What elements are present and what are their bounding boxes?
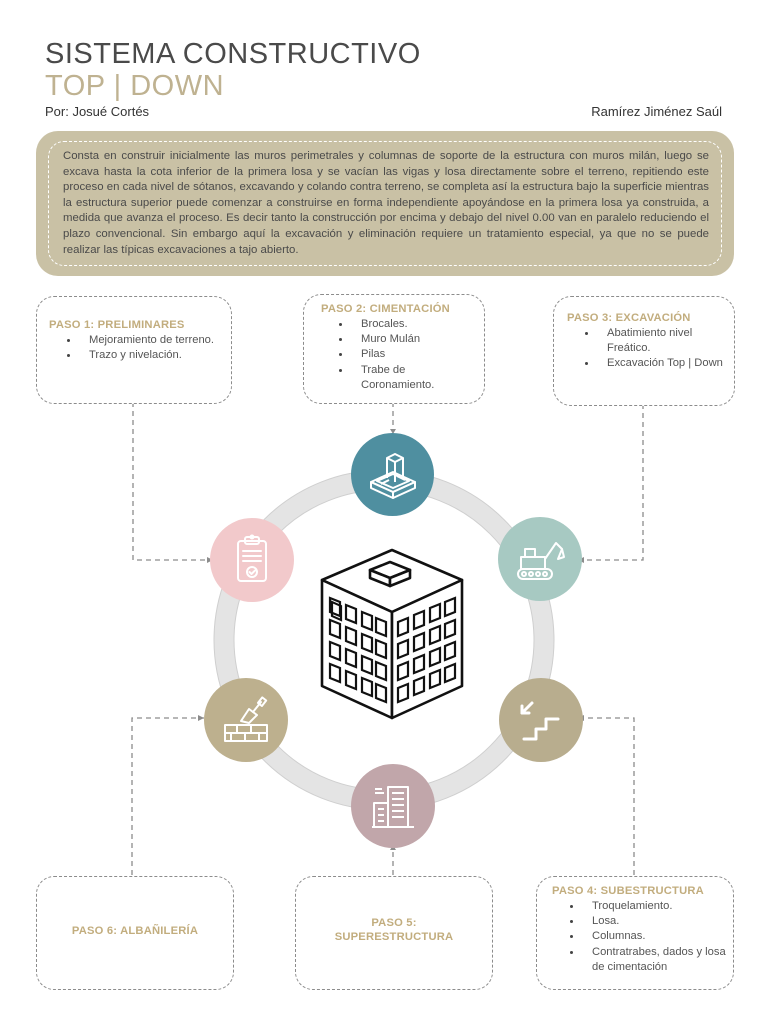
excavator-icon — [517, 542, 565, 580]
list-item: Contratrabes, dados y losa de cimentació… — [582, 945, 727, 975]
step6-title: PASO 6: ALBAÑILERÍA — [71, 925, 199, 937]
step4-list: Troquelamiento. Losa. Columnas. Contratr… — [552, 899, 727, 975]
step3-box: PASO 3: EXCAVACIÓN Abatimiento nivel Fre… — [553, 296, 735, 406]
step3-list: Abatimiento nivel Freático. Excavación T… — [567, 326, 728, 372]
foundation-icon — [369, 452, 416, 499]
connector-step3 — [584, 404, 644, 561]
connector-step4 — [584, 717, 635, 875]
step5-title-line1: PASO 5: — [371, 917, 417, 929]
intro-box: Consta en construir inicialmente las mur… — [36, 131, 734, 276]
step5-box: PASO 5: SUPERESTRUCTURA — [295, 876, 493, 990]
stairs-down-icon — [520, 701, 560, 741]
list-item: Mejoramiento de terreno. — [79, 333, 223, 348]
intro-text: Consta en construir inicialmente las mur… — [63, 150, 709, 256]
byline: Por: Josué Cortés — [45, 104, 150, 119]
intro-dashed-border: Consta en construir inicialmente las mur… — [48, 141, 722, 266]
step5-title-line2: SUPERESTRUCTURA — [334, 931, 454, 943]
step4-box: PASO 4: SUBESTRUCTURA Troquelamiento. Lo… — [536, 876, 734, 990]
list-item: Troquelamiento. — [582, 899, 727, 914]
brick-trowel-icon — [224, 696, 268, 742]
excavator-circle — [498, 517, 582, 601]
step2-box: PASO 2: CIMENTACIÓN Brocales. Muro Mulán… — [303, 294, 485, 404]
title-line2: TOP | DOWN — [45, 70, 225, 102]
connector-step1 — [132, 402, 207, 561]
checklist-circle — [210, 518, 294, 602]
foundation-circle — [351, 433, 434, 516]
step1-title: PASO 1: PRELIMINARES — [49, 319, 185, 331]
building-icon — [320, 548, 464, 720]
city-circle — [351, 764, 435, 848]
list-item: Abatimiento nivel Freático. — [597, 326, 728, 356]
list-item: Excavación Top | Down — [597, 356, 728, 371]
step1-box: PASO 1: PRELIMINARES Mejoramiento de ter… — [36, 296, 232, 404]
list-item: Muro Mulán — [351, 332, 478, 347]
list-item: Columnas. — [582, 929, 727, 944]
list-item: Pilas — [351, 347, 478, 362]
list-item: Trazo y nivelación. — [79, 348, 223, 363]
list-item: Losa. — [582, 914, 727, 929]
step2-list: Brocales. Muro Mulán Pilas Trabe de Coro… — [321, 317, 478, 393]
stairs-circle — [499, 678, 583, 762]
connector-step6 — [131, 717, 204, 875]
brick-circle — [204, 678, 288, 762]
step4-title: PASO 4: SUBESTRUCTURA — [552, 885, 704, 897]
city-building-icon — [372, 786, 414, 828]
step3-title: PASO 3: EXCAVACIÓN — [567, 312, 691, 324]
title-line1: SISTEMA CONSTRUCTIVO — [45, 38, 421, 70]
step2-title: PASO 2: CIMENTACIÓN — [321, 303, 450, 315]
list-item: Brocales. — [351, 317, 478, 332]
checklist-icon — [237, 534, 267, 582]
step1-list: Mejoramiento de terreno. Trazo y nivelac… — [49, 333, 223, 363]
list-item: Trabe de Coronamiento. — [351, 363, 478, 393]
author-name: Ramírez Jiménez Saúl — [591, 104, 722, 119]
step6-box: PASO 6: ALBAÑILERÍA — [36, 876, 234, 990]
